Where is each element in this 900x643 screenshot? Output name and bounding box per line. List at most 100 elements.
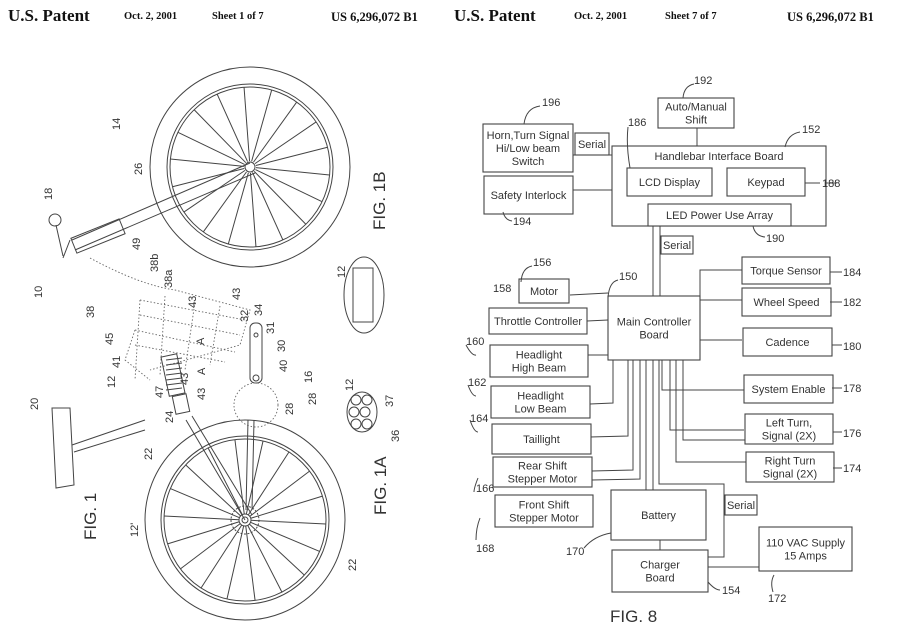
ref-numeral: 186	[628, 117, 646, 129]
block-label: High Beam	[512, 363, 566, 375]
battery-pack-outline	[89, 257, 251, 381]
ref-numeral: 184	[843, 267, 861, 279]
fig-1b-label: FIG. 1B	[370, 171, 389, 230]
spoke	[234, 439, 245, 515]
block-label: Stepper Motor	[508, 474, 578, 486]
block-label: Stepper Motor	[509, 513, 579, 525]
ref-numeral: 26	[133, 163, 145, 175]
block-label: Board	[645, 573, 674, 585]
block-outline	[494, 494, 594, 528]
patent-date: Oct. 2, 2001	[574, 11, 628, 22]
ref-numeral: 162	[468, 377, 486, 389]
serial-block: Serial	[660, 235, 694, 255]
fork-tube	[48, 162, 256, 259]
block-label: Keypad	[747, 177, 784, 189]
ref-numeral: 180	[843, 341, 861, 353]
block-outline	[745, 451, 835, 483]
ref-numeral: 168	[476, 543, 494, 555]
ref-numeral: 12'	[129, 523, 141, 537]
ref-numeral: 18	[43, 188, 55, 200]
fig-1-label: FIG. 1	[81, 493, 100, 540]
sheet-7-header: U.S. Patent Oct. 2, 2001 Sheet 7 of 7 US…	[450, 0, 900, 36]
rear-wheel	[144, 415, 346, 621]
ref-numeral: 12	[336, 266, 348, 278]
block-label: System Enable	[752, 384, 826, 396]
battery-block: Battery	[610, 489, 707, 541]
leader-lines	[465, 83, 842, 593]
patent-number: US 6,296,072 B1	[331, 10, 418, 24]
spoke	[250, 495, 323, 519]
spoke	[227, 172, 249, 245]
spoke	[167, 521, 240, 545]
block-label: Auto/Manual	[665, 102, 727, 114]
ref-numeral: 31	[265, 322, 277, 334]
spoke	[207, 447, 243, 515]
block-label: Left Turn,	[766, 418, 812, 430]
block-label: Horn,Turn Signal	[487, 130, 570, 142]
bicycle-drawing: FIG. 1B FIG. 1A FIG. 1 20 14 26 18 49 38…	[29, 66, 402, 621]
spoke	[170, 158, 245, 167]
safety-interlock-block: Safety Interlock	[483, 175, 574, 215]
spoke	[252, 172, 284, 241]
ref-numeral: 43	[187, 296, 199, 308]
spoke	[253, 170, 307, 225]
ref-numeral: 16	[303, 371, 315, 383]
ref-numeral: 166	[476, 483, 494, 495]
block-label: Battery	[641, 510, 676, 522]
ref-numeral: 182	[843, 297, 861, 309]
block-outline	[611, 549, 709, 593]
block-outline	[574, 132, 610, 156]
block-outline	[726, 167, 806, 197]
spokes	[164, 439, 326, 601]
block-label: Rear Shift	[518, 461, 567, 473]
block-outline	[492, 456, 593, 488]
block-label: Wheel Speed	[753, 297, 819, 309]
ref-numeral: 22	[143, 448, 155, 460]
ref-numeral: 43	[231, 288, 243, 300]
ref-numeral: 12	[106, 376, 118, 388]
block-label: Throttle Controller	[494, 316, 582, 328]
ref-numeral: 37	[384, 395, 396, 407]
block-label: Board	[639, 330, 668, 342]
ref-numeral: 47	[154, 386, 166, 398]
spring	[160, 353, 191, 415]
block-outline	[724, 494, 758, 516]
ref-numeral: 43	[179, 373, 191, 385]
taillight-block: Taillight	[491, 423, 592, 455]
block-label: Serial	[578, 139, 606, 151]
block-label: Safety Interlock	[491, 190, 567, 202]
fig-8-label: FIG. 8	[610, 607, 657, 626]
block-label: Hi/Low beam	[496, 143, 560, 155]
ref-numeral: 152	[802, 124, 820, 136]
spoke	[185, 464, 241, 517]
block-outline	[626, 167, 713, 197]
spoke	[172, 167, 245, 188]
block-outline	[488, 307, 588, 335]
serial-block: Serial	[574, 132, 610, 156]
block-label: Serial	[727, 500, 755, 512]
block-label: Signal (2X)	[763, 469, 817, 481]
block-outline	[657, 97, 735, 129]
block-outline	[741, 287, 832, 317]
ref-numeral: 176	[843, 428, 861, 440]
block-label: LED Power Use Array	[666, 210, 773, 222]
lcd-display-block: LCD Display	[626, 167, 713, 197]
ref-numeral: A	[195, 337, 207, 345]
ref-numeral: 192	[694, 75, 712, 87]
ref-numeral: 34	[253, 304, 265, 316]
block-outline	[742, 327, 833, 357]
block-label: Charger	[640, 560, 680, 572]
spoke	[170, 488, 240, 519]
block-label: Signal (2X)	[762, 431, 816, 443]
block-label: Handlebar Interface Board	[654, 151, 783, 163]
spoke	[216, 93, 248, 162]
wheel-speed-block: Wheel Speed	[741, 287, 832, 317]
block-outline	[491, 423, 592, 455]
block-outline	[610, 489, 707, 541]
spoke	[226, 525, 245, 600]
